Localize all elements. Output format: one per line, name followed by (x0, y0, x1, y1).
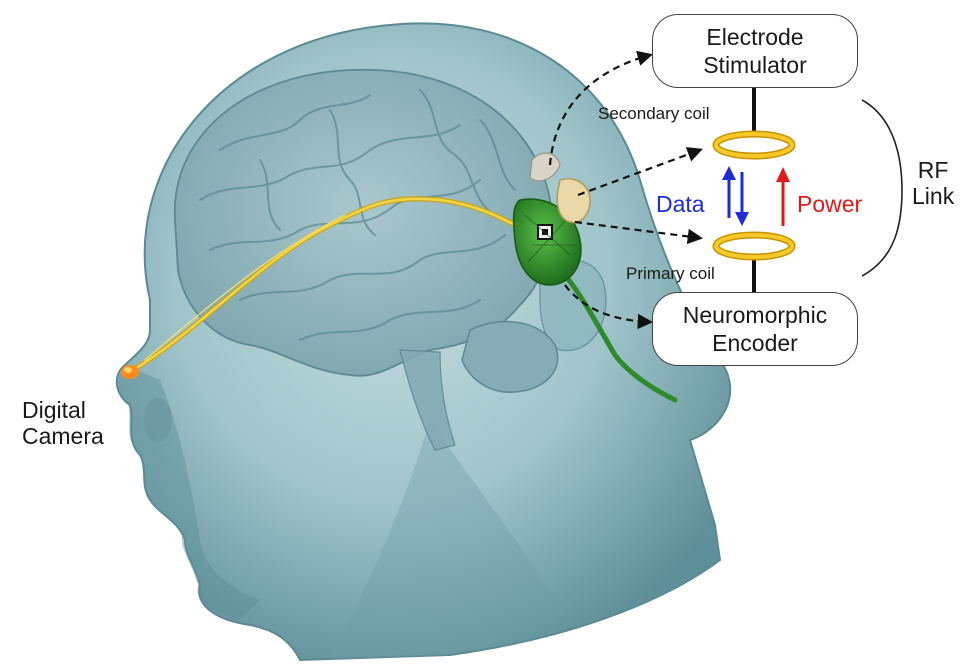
encoder-label-line1: Neuromorphic (682, 301, 828, 328)
primary-coil (712, 231, 796, 261)
encoder-label-line2: Encoder (712, 330, 798, 356)
data-label: Data (656, 191, 705, 217)
implant-chip (512, 198, 582, 286)
camera-label-line1: Digital (22, 397, 86, 423)
stimulator-label-line1: Electrode (706, 23, 804, 50)
rf-link-label: RF Link (912, 157, 955, 210)
brain-illustration (173, 68, 559, 451)
neck-shading (330, 420, 560, 660)
primary-coil-label: Primary coil (626, 264, 715, 283)
external-coil-housing (529, 152, 591, 224)
power-arrow (776, 167, 790, 226)
data-arrows (722, 166, 749, 226)
brain-stem (399, 349, 456, 451)
camera-label-line2: Camera (22, 422, 104, 449)
secondary-coil (712, 130, 796, 160)
brain-shape (173, 68, 553, 377)
neuromorphic-encoder-box: Neuromorphic Encoder (652, 292, 858, 366)
rf-link-brace (861, 99, 903, 277)
camera-label: Digital Camera (22, 397, 104, 450)
rf-label-line1: RF (917, 157, 949, 183)
brain-folds (199, 89, 516, 341)
eye-socket (144, 398, 172, 442)
arrow-to-secondary-coil (577, 147, 703, 197)
rf-label-line2: Link (912, 182, 955, 209)
implant-cable (562, 272, 678, 403)
stimulator-label-line2: Stimulator (703, 52, 807, 78)
electrode-stimulator-box: Electrode Stimulator (652, 14, 858, 88)
arrow-to-primary-coil (574, 220, 704, 245)
camera-wire (127, 196, 538, 375)
power-label: Power (797, 191, 863, 217)
connector-arrows (548, 50, 704, 330)
arrow-to-encoder (564, 284, 654, 330)
cerebellum (461, 320, 559, 393)
camera-glasses (121, 365, 139, 379)
secondary-coil-label: Secondary coil (598, 104, 710, 123)
